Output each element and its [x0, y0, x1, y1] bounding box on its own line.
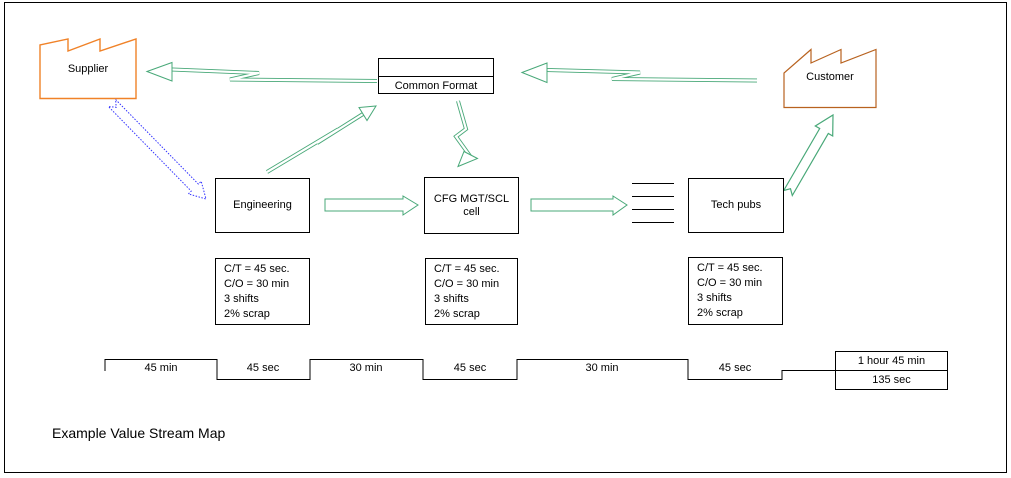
- data-line: 2% scrap: [434, 308, 480, 320]
- diagram-title: Example Value Stream Map: [52, 425, 226, 441]
- data-line: C/T = 45 sec.: [224, 263, 290, 275]
- data-line: C/T = 45 sec.: [434, 263, 500, 275]
- commonformat-to-cfg-zigzag-arrow[interactable]: [453, 100, 479, 168]
- data-box-engineering[interactable]: C/T = 45 sec. C/O = 30 min 3 shifts 2% s…: [215, 258, 310, 325]
- supplier-to-engineering-arrow[interactable]: [107, 98, 207, 200]
- data-line: C/O = 30 min: [224, 278, 290, 290]
- data-box-cfg[interactable]: C/T = 45 sec. C/O = 30 min 3 shifts 2% s…: [425, 258, 518, 325]
- timeline-label-5: 30 min: [585, 362, 619, 374]
- data-line: 2% scrap: [224, 308, 270, 320]
- supplier-factory-icon[interactable]: [39, 37, 137, 100]
- customer-factory-icon[interactable]: [783, 48, 877, 109]
- common-format-label: Common Format: [394, 79, 478, 92]
- data-line: 3 shifts: [434, 293, 469, 305]
- data-line: C/O = 30 min: [434, 278, 500, 290]
- queue-fifo-lines-icon[interactable]: [632, 183, 674, 223]
- timeline-total-lead-time: 1 hour 45 min: [836, 352, 947, 371]
- canvas-border: [4, 2, 1007, 473]
- timeline-label-1: 45 min: [144, 362, 178, 374]
- timeline-label-4: 45 sec: [453, 362, 487, 374]
- customer-to-commonformat-zigzag-arrow[interactable]: [520, 62, 758, 84]
- supplier-label: Supplier: [67, 63, 109, 75]
- data-line: 3 shifts: [697, 292, 732, 304]
- cfg-label-line1: CFG MGT/SCL: [433, 192, 510, 205]
- engineering-to-commonformat-zigzag-arrow[interactable]: [265, 105, 377, 174]
- timeline-summary-box[interactable]: 1 hour 45 min 135 sec: [835, 351, 948, 390]
- timeline-label-6: 45 sec: [718, 362, 752, 374]
- timeline-label-2: 45 sec: [246, 362, 280, 374]
- data-line: 3 shifts: [224, 293, 259, 305]
- timeline-total-process-time: 135 sec: [872, 374, 911, 386]
- techpubs-to-customer-arrow[interactable]: [782, 113, 834, 198]
- cfg-label-line2: cell: [463, 205, 480, 218]
- cfg-to-queue-arrow[interactable]: [530, 195, 628, 216]
- customer-label: Customer: [806, 71, 854, 83]
- commonformat-to-supplier-zigzag-arrow[interactable]: [145, 61, 378, 83]
- timeline-ladder[interactable]: [104, 359, 835, 380]
- common-format-node[interactable]: Common Format: [378, 58, 494, 94]
- data-box-techpubs[interactable]: C/T = 45 sec. C/O = 30 min 3 shifts 2% s…: [688, 257, 783, 325]
- cfg-mgt-scl-node[interactable]: CFG MGT/SCL cell: [424, 177, 519, 234]
- data-line: 2% scrap: [697, 307, 743, 319]
- timeline-label-3: 30 min: [349, 362, 383, 374]
- common-format-header: [379, 59, 493, 77]
- tech-pubs-label: Tech pubs: [710, 199, 762, 211]
- engineering-node[interactable]: Engineering: [215, 178, 310, 233]
- engineering-label: Engineering: [233, 199, 292, 211]
- data-line: C/T = 45 sec.: [697, 262, 763, 274]
- data-line: C/O = 30 min: [697, 277, 763, 289]
- engineering-to-cfg-arrow[interactable]: [324, 195, 419, 216]
- tech-pubs-node[interactable]: Tech pubs: [688, 178, 784, 233]
